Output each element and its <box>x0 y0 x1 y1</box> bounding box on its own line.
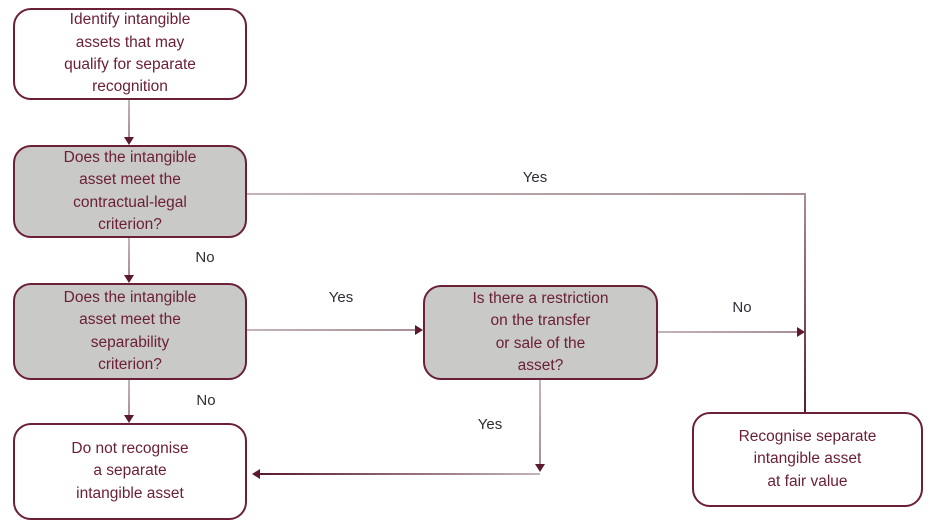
node-restriction-on-transfer: Is there a restriction on the transfer o… <box>423 285 658 380</box>
node-identify-intangibles: Identify intangible assets that may qual… <box>13 8 247 100</box>
edge-label-yes: Yes <box>522 169 548 186</box>
connector-identify-to-contractual <box>128 100 130 137</box>
connector-separability-to-do-not <box>128 380 130 415</box>
connector-restriction-no <box>658 331 797 333</box>
node-separability-criterion: Does the intangible asset meet the separ… <box>13 283 247 380</box>
edge-label-no: No <box>196 392 216 409</box>
node-recognise-at-fair-value: Recognise separate intangible asset at f… <box>692 412 923 507</box>
arrowhead-right-icon <box>797 327 805 337</box>
connector-contractual-to-separability <box>128 238 130 275</box>
arrowhead-right-icon <box>415 325 423 335</box>
arrowhead-down-icon <box>124 275 134 283</box>
connector-separability-to-restriction <box>247 329 415 331</box>
arrowhead-down-icon <box>535 464 545 472</box>
node-contractual-legal-criterion: Does the intangible asset meet the contr… <box>13 145 247 238</box>
node-do-not-recognise: Do not recognise a separate intangible a… <box>13 423 247 520</box>
arrowhead-down-icon <box>124 415 134 423</box>
edge-label-yes: Yes <box>328 289 354 306</box>
arrowhead-down-icon <box>124 137 134 145</box>
connector-restriction-yes-vertical <box>539 380 541 464</box>
connector-to-do-not-recognise <box>260 473 540 475</box>
arrowhead-left-icon <box>252 469 260 479</box>
edge-label-no: No <box>732 299 752 316</box>
connector-contractual-yes-vertical <box>804 193 806 412</box>
edge-label-yes: Yes <box>477 416 503 433</box>
connector-contractual-yes-horizontal <box>247 193 805 195</box>
edge-label-no: No <box>195 249 215 266</box>
